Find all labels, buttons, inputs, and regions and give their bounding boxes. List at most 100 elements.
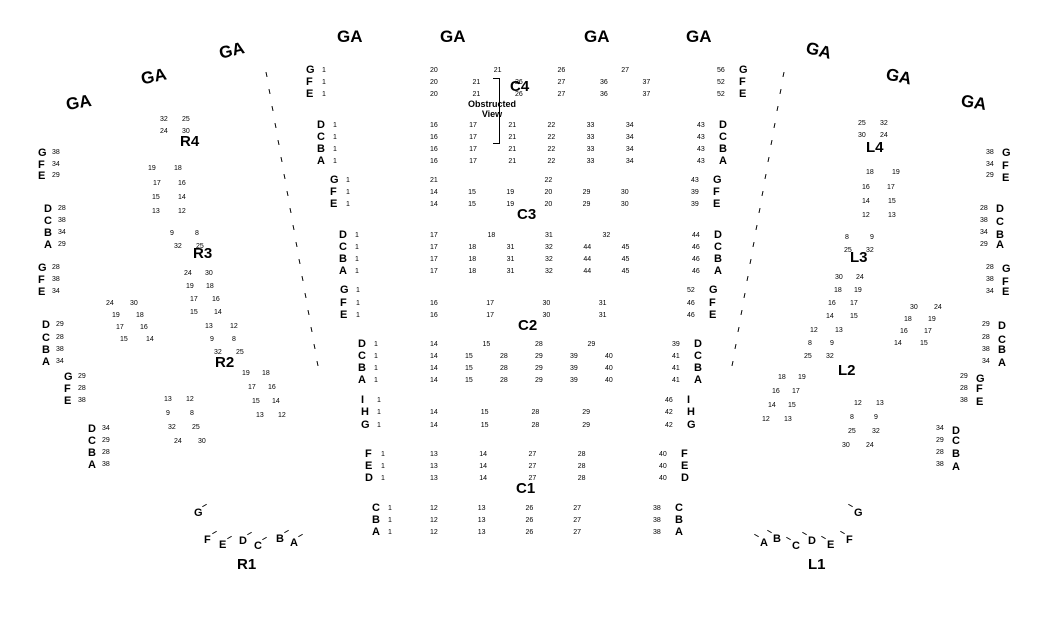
seat-number: 21 bbox=[508, 134, 517, 141]
seat-number: 1 bbox=[322, 91, 326, 98]
seat-number: 32 bbox=[174, 243, 182, 250]
seat-number: 29 bbox=[582, 422, 591, 429]
seat-number: 1 bbox=[374, 341, 378, 348]
section-l3[interactable]: L3 bbox=[850, 249, 868, 266]
seat-number: 1 bbox=[355, 268, 359, 275]
seat-number: 29 bbox=[936, 437, 944, 444]
seat-number: 44 bbox=[583, 256, 592, 263]
seat-number: 12 bbox=[762, 416, 770, 423]
seat-number: 25 bbox=[196, 243, 204, 250]
seat-number: 27 bbox=[573, 529, 582, 536]
row-label: G bbox=[1002, 147, 1011, 159]
seat-number: 1 bbox=[346, 201, 350, 208]
seat-number: 12 bbox=[854, 400, 862, 407]
row-label: C bbox=[254, 540, 262, 552]
seat-number: 13 bbox=[477, 529, 486, 536]
seat-number: 36 bbox=[600, 79, 608, 86]
row-label: A bbox=[998, 357, 1006, 369]
seat-number: 25 bbox=[804, 353, 812, 360]
seat-number: 8 bbox=[195, 230, 199, 237]
row-label: D bbox=[998, 320, 1006, 332]
seat-number: 17 bbox=[486, 300, 495, 307]
seat-number: 34 bbox=[986, 161, 994, 168]
aisle-tick bbox=[749, 258, 752, 265]
seat-number: 30 bbox=[620, 189, 629, 196]
seat-number: 27 bbox=[557, 79, 566, 86]
aisle-tick bbox=[848, 503, 853, 508]
seat-number: 18 bbox=[778, 374, 786, 381]
section-c3[interactable]: C3 bbox=[517, 206, 537, 223]
seat-number: 8 bbox=[232, 336, 236, 343]
seat-number: 28 bbox=[56, 334, 64, 341]
section-r4[interactable]: R4 bbox=[180, 133, 200, 150]
row-label: C bbox=[675, 502, 683, 514]
row-label: E bbox=[219, 539, 227, 551]
seat-number: 19 bbox=[112, 312, 120, 319]
seat-number: 46 bbox=[665, 397, 673, 404]
aisle-tick bbox=[295, 241, 298, 248]
section-c4[interactable]: C4 bbox=[510, 78, 530, 95]
seat-number: 15 bbox=[850, 313, 858, 320]
seat-number: 38 bbox=[980, 217, 988, 224]
row-label: G bbox=[713, 174, 722, 186]
seat-number: 38 bbox=[58, 217, 66, 224]
section-r1[interactable]: R1 bbox=[237, 556, 257, 573]
seat-number: 29 bbox=[582, 189, 591, 196]
seat-number: 15 bbox=[468, 189, 476, 196]
seat-number: 14 bbox=[479, 463, 488, 470]
seat-number: 9 bbox=[170, 230, 174, 237]
ga-label: GA bbox=[686, 27, 712, 46]
seat-number: 28 bbox=[102, 449, 110, 456]
seat-number: 32 bbox=[826, 353, 834, 360]
section-r2[interactable]: R2 bbox=[215, 354, 235, 371]
aisle-tick bbox=[752, 241, 755, 248]
row-label: A bbox=[714, 265, 722, 277]
seat-number: 17 bbox=[248, 384, 256, 391]
aisle-tick bbox=[280, 156, 283, 163]
section-l2[interactable]: L2 bbox=[838, 362, 856, 379]
seat-number: 30 bbox=[542, 300, 551, 307]
seat-number: 9 bbox=[210, 336, 214, 343]
section-l1[interactable]: L1 bbox=[808, 556, 826, 573]
section-c1[interactable]: C1 bbox=[516, 480, 536, 497]
seat-number: 24 bbox=[184, 270, 192, 277]
section-c2[interactable]: C2 bbox=[518, 317, 538, 334]
seat-number: 18 bbox=[487, 232, 496, 239]
row-label: E bbox=[306, 88, 314, 100]
row-label: C bbox=[372, 502, 380, 514]
seat-number: 52 bbox=[717, 91, 725, 98]
section-l4[interactable]: L4 bbox=[866, 139, 884, 156]
seat-number: 8 bbox=[808, 340, 812, 347]
seat-number: 8 bbox=[845, 234, 849, 241]
row-label: D bbox=[952, 425, 960, 437]
ga-label: GA bbox=[217, 38, 247, 63]
seat-number: 41 bbox=[672, 377, 680, 384]
row-label: B bbox=[372, 514, 380, 526]
row-label: C bbox=[998, 334, 1006, 346]
row-label: E bbox=[681, 460, 689, 472]
aisle-tick bbox=[271, 105, 274, 112]
seat-number: 32 bbox=[545, 256, 553, 263]
aisle-tick bbox=[289, 207, 292, 214]
seat-number: 21 bbox=[508, 122, 517, 129]
seat-number: 29 bbox=[980, 241, 988, 248]
seat-number: 8 bbox=[850, 414, 854, 421]
seat-number: 32 bbox=[545, 268, 553, 275]
row-label: B bbox=[88, 447, 96, 459]
seat-number: 52 bbox=[687, 287, 695, 294]
seat-number: 29 bbox=[102, 437, 110, 444]
row-label: A bbox=[358, 374, 366, 386]
seat-number: 14 bbox=[178, 194, 186, 201]
section-r3[interactable]: R3 bbox=[193, 245, 213, 262]
seat-number: 28 bbox=[577, 463, 586, 470]
row-label: E bbox=[709, 309, 717, 321]
aisle-tick bbox=[743, 292, 746, 299]
seat-number: 34 bbox=[52, 161, 60, 168]
seat-number: 12 bbox=[430, 529, 438, 536]
seat-number: 1 bbox=[346, 189, 350, 196]
seat-number: 28 bbox=[535, 341, 543, 348]
seat-number: 22 bbox=[544, 177, 553, 184]
row-label: B bbox=[317, 143, 325, 155]
seat-number: 22 bbox=[547, 158, 556, 165]
